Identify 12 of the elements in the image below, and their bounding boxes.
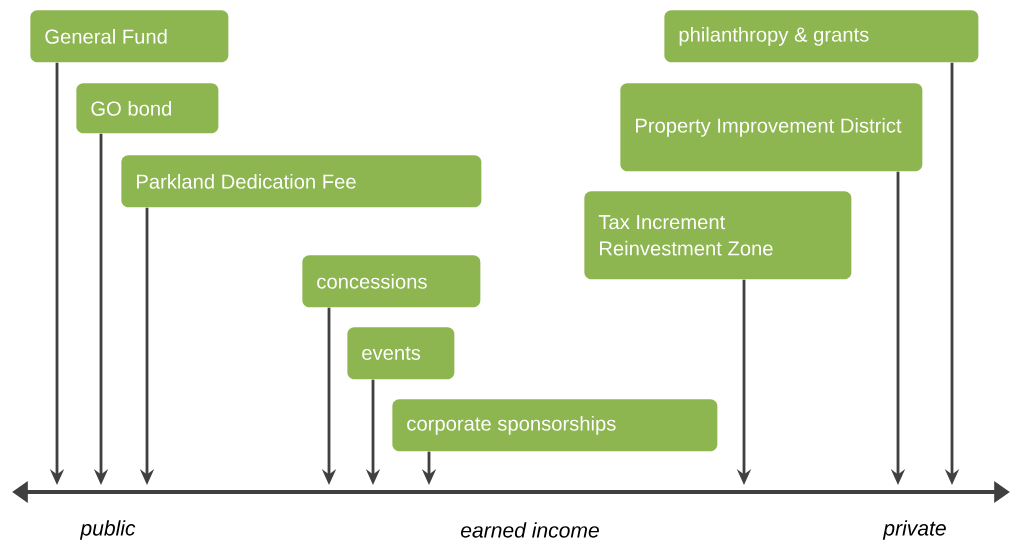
funding-box: Tax Increment Reinvestment Zone xyxy=(584,191,852,280)
funding-box: concessions xyxy=(302,255,481,308)
funding-box: Parkland Dedication Fee xyxy=(121,155,482,208)
axis-label: private xyxy=(882,520,946,540)
funding-box: Property Improvement District xyxy=(620,83,923,172)
funding-box: corporate sponsorships xyxy=(392,399,718,452)
funding-box: philanthropy & grants xyxy=(664,10,979,63)
funding-box: GO bond xyxy=(76,83,219,134)
funding-box: events xyxy=(347,327,455,380)
axis-label: earned income xyxy=(460,522,599,538)
axis-label: public xyxy=(79,520,136,540)
funding-box: General Fund xyxy=(30,10,229,63)
